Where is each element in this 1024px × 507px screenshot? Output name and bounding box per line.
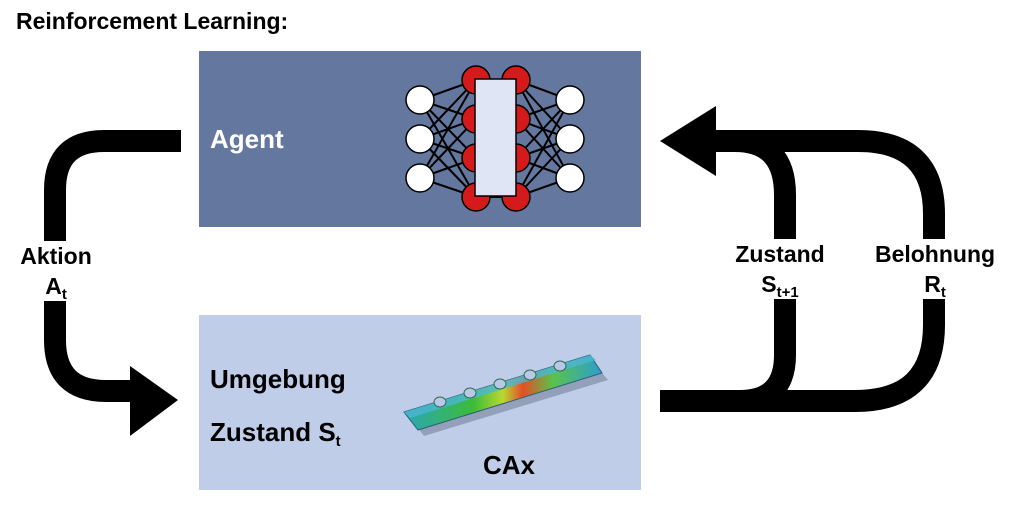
beam-hole [553, 360, 567, 372]
action-label-word: Aktion [20, 243, 92, 269]
beam-shadow [418, 373, 608, 436]
action-label: Aktion At [10, 241, 102, 303]
environment-label: Umgebung [210, 364, 346, 394]
reward-label-word: Belohnung [874, 241, 996, 267]
cax-label: CAx [483, 450, 536, 480]
next-state-label: Zustand St+1 [726, 239, 834, 301]
current-state-label: Zustand St [210, 417, 341, 450]
output-neuron [555, 124, 585, 154]
beam-hole [433, 396, 447, 408]
beam-hole [493, 378, 507, 390]
state-arrowhead [660, 106, 716, 176]
hidden-layer-overlay [474, 78, 517, 197]
input-neuron [405, 163, 435, 193]
output-neuron [555, 85, 585, 115]
input-neuron [405, 85, 435, 115]
beam-hole [523, 369, 537, 381]
action-arrowhead [130, 366, 178, 436]
current-state-subscript: t [335, 433, 341, 450]
environment-box [199, 315, 641, 490]
agent-label: Agent [210, 124, 284, 154]
network-connection [515, 99, 571, 198]
action-symbol: At [45, 273, 67, 303]
diagram-title: Reinforcement Learning: [16, 8, 289, 34]
output-neuron [555, 163, 585, 193]
reward-symbol: Rt [924, 271, 946, 301]
next-state-label-word: Zustand [735, 241, 825, 267]
next-state-symbol: St+1 [761, 271, 799, 301]
reward-label: Belohnung Rt [864, 239, 1006, 301]
network-connection [419, 79, 477, 179]
beam-hole [463, 387, 477, 399]
input-neuron [405, 124, 435, 154]
current-state-text: Zustand S [210, 417, 336, 447]
